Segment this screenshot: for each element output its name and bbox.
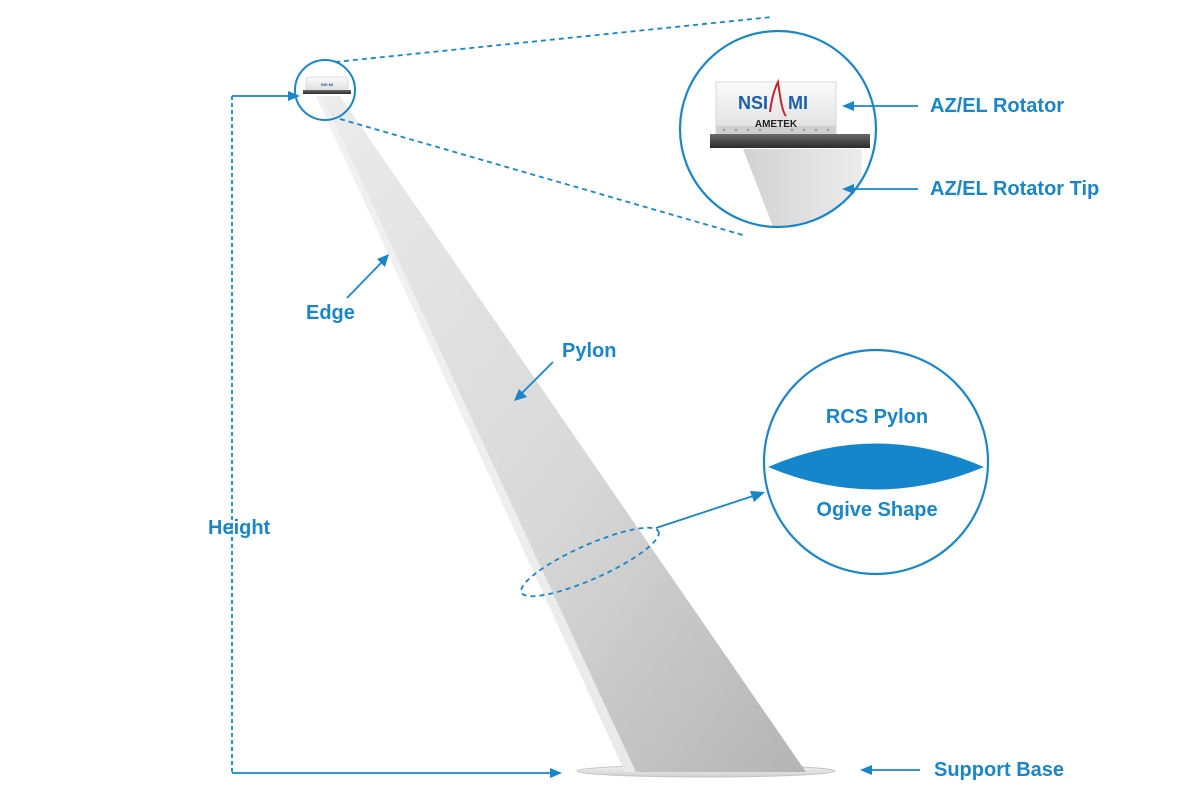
label-support-base: Support Base: [934, 759, 1065, 781]
label-edge: Edge: [306, 302, 355, 324]
zoom-detail-ring: [678, 29, 878, 229]
label-az-el-rotator-tip: AZ/EL Rotator Tip: [930, 178, 1100, 200]
label-rcs-pylon: RCS Pylon: [825, 406, 929, 428]
rotator-arrowhead-icon: [842, 101, 854, 111]
support-base-arrowhead-icon: [860, 765, 872, 775]
height-dimension: [231, 91, 562, 778]
edge-arrowhead-icon: [377, 254, 389, 267]
logo-brand-left: NSI: [738, 93, 768, 113]
cross-section-ring: [520, 526, 660, 598]
label-pylon: Pylon: [562, 340, 617, 362]
pylon-body: [316, 96, 806, 772]
ogive-shape-icon: [768, 443, 984, 490]
rotator-tip-arrowhead-icon: [842, 184, 854, 194]
zoom-source-circle: [294, 59, 356, 121]
label-ogive-shape: Ogive Shape: [816, 499, 938, 521]
zoom-connector-top: [334, 16, 773, 63]
small-rotator: NSI MI: [303, 76, 351, 94]
logo-wave-icon: [769, 78, 787, 117]
zoom-connector-bottom: [339, 118, 747, 237]
svg-text:NSI MI: NSI MI: [321, 82, 333, 87]
label-az-el-rotator: AZ/EL Rotator: [930, 95, 1065, 117]
pylon-arrowhead-icon: [514, 389, 527, 401]
logo-maker: AMETEK: [755, 119, 798, 130]
rcs-arrowhead-icon: [750, 491, 765, 502]
logo-brand-right: MI: [788, 93, 808, 113]
pylon-edge-highlight: [316, 96, 636, 772]
label-height: Height: [208, 517, 271, 539]
